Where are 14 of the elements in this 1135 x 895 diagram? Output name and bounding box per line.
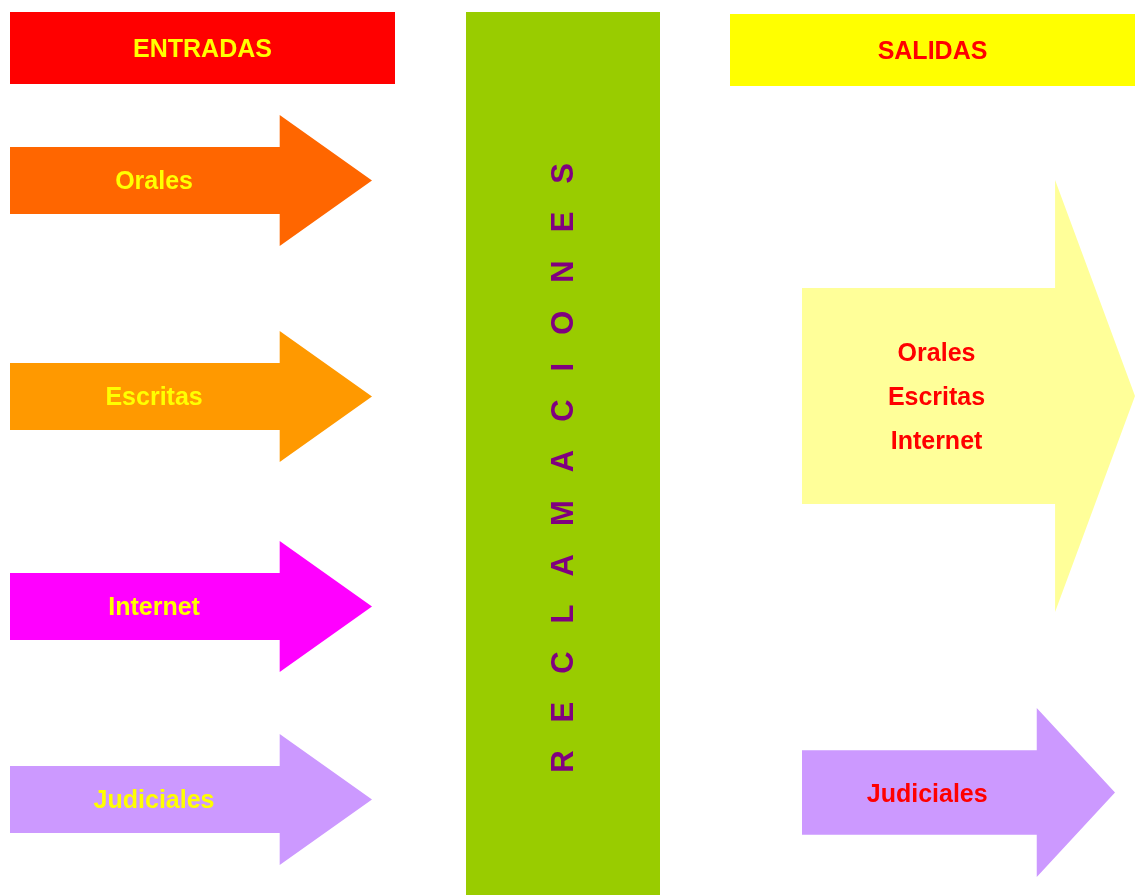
arrow-label: Escritas bbox=[105, 381, 203, 413]
arrow-label: Judiciales bbox=[866, 777, 988, 809]
arrow-label: Orales bbox=[115, 165, 193, 197]
header-label: SALIDAS bbox=[877, 35, 988, 66]
header-bar bbox=[10, 12, 395, 84]
arrow-label: Internet bbox=[890, 425, 983, 456]
arrow-label: Internet bbox=[108, 591, 200, 623]
header-label: ENTRADAS bbox=[133, 33, 272, 64]
arrow-label: Judiciales bbox=[93, 784, 215, 816]
vertical-label: RECLAMACIONES bbox=[545, 134, 581, 773]
header-bar bbox=[730, 14, 1135, 86]
arrow-label: Escritas bbox=[887, 381, 986, 412]
arrow-label: Orales bbox=[897, 337, 976, 368]
vertical-band bbox=[466, 12, 660, 895]
